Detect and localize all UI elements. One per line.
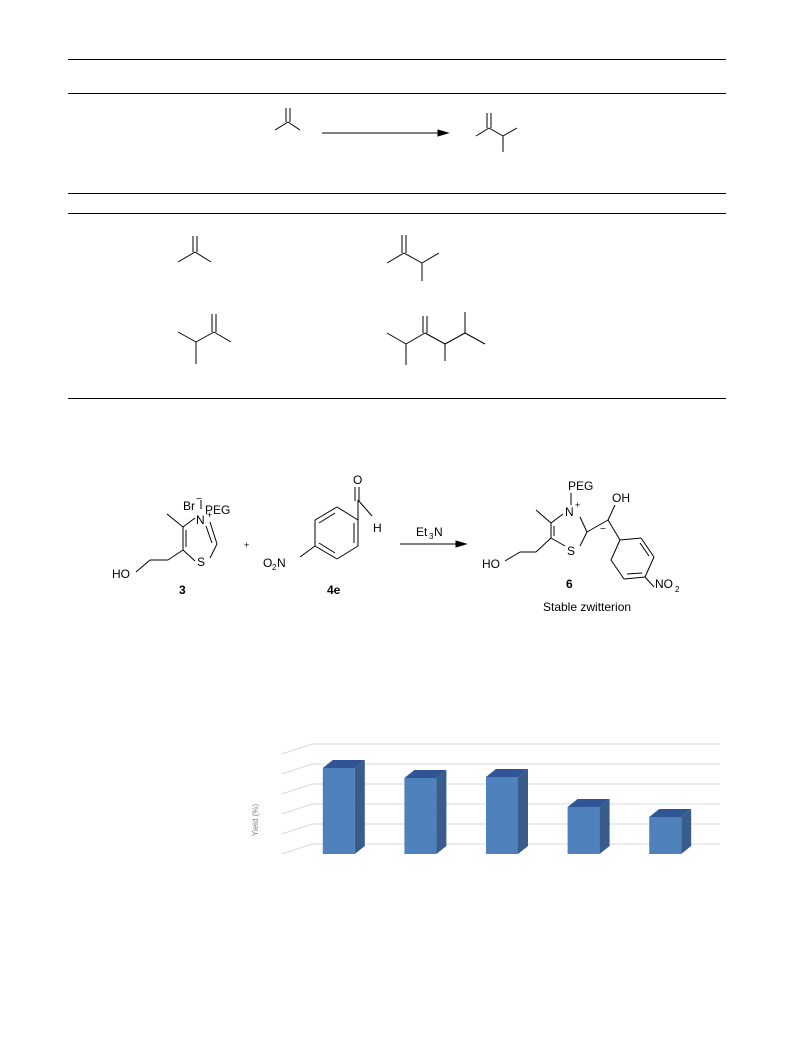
gridline-depth [281,803,313,815]
table1-top-rule [68,59,726,60]
isobutene-reactant [274,108,301,131]
peg-label: PEG [205,503,230,517]
bar-top [567,799,610,807]
gridline-depth [281,843,313,855]
row1-substrate [177,236,212,263]
zwitterion-caption: Stable zwitterion [543,600,631,614]
table2-bottom-rule [68,398,726,399]
product-s-label: S [567,544,575,558]
chart-bars [322,760,692,854]
bar-front [404,778,437,854]
ring-n-label: N [196,513,205,527]
nitro-o-label: O [263,556,272,570]
scheme2-reaction: Br − PEG N + S HO 3 + O H O 2 N 4e Et 3 … [112,473,680,614]
plus-sign: + [244,540,249,550]
bromide-label: Br [183,499,195,513]
product-oh-label: OH [612,491,630,505]
compound-3-label: 3 [179,583,186,597]
scheme1-arrow [322,129,450,137]
compound-6-label: 6 [566,577,573,591]
table2-header-rule [68,213,726,214]
bar-top [404,770,447,778]
carbanion-charge: − [600,524,606,535]
gridline-depth [281,743,313,755]
gridline-depth [281,783,313,795]
bar-top [322,760,365,768]
row2-product [386,312,486,365]
bar-side [599,799,610,854]
product-no2-sub: 2 [675,585,680,594]
compound-4e-label: 4e [327,583,341,597]
bar-top [649,809,692,817]
gridline-depth [281,763,313,775]
zwitterion-6 [504,493,655,588]
aldehyde-o-label: O [353,473,362,487]
bar-side [518,769,528,854]
row2-substrate [177,314,232,364]
reagent-n-label: N [434,525,443,539]
thiazolium-3 [135,500,218,573]
bar-top [486,769,528,777]
scheme2-arrow [400,540,468,548]
gridline-depth [281,823,313,835]
bar-front [567,807,600,854]
bar-side [354,760,365,854]
table2-top-rule [68,193,726,194]
bar-front [649,817,682,854]
product-n-charge: + [575,500,580,510]
nitro-o-sub: 2 [272,563,277,572]
nitro-n-label: N [277,556,286,570]
dimer-product [475,113,518,152]
hydroxyl-label: HO [112,567,130,581]
row1-product [386,235,440,281]
reagent-et-label: Et [416,525,428,539]
product-peg-label: PEG [568,479,593,493]
product-n-label: N [565,505,574,519]
bar-side [681,809,692,854]
ring-s-label: S [197,555,205,569]
ring-n-charge: + [207,510,212,520]
product-no2-label: NO [655,577,673,591]
bar-side [436,770,447,854]
y-axis-label: Yield (%) [251,804,260,836]
table1-header-rule [68,93,726,94]
product-ho-label: HO [482,557,500,571]
aldehyde-h-label: H [373,521,382,535]
bromide-charge: − [196,494,202,505]
bar-front [322,768,355,854]
reagent-sub: 3 [429,532,434,541]
skeletal-structures [177,108,518,365]
bar-front [486,777,518,854]
aldehyde-4e [299,487,373,560]
